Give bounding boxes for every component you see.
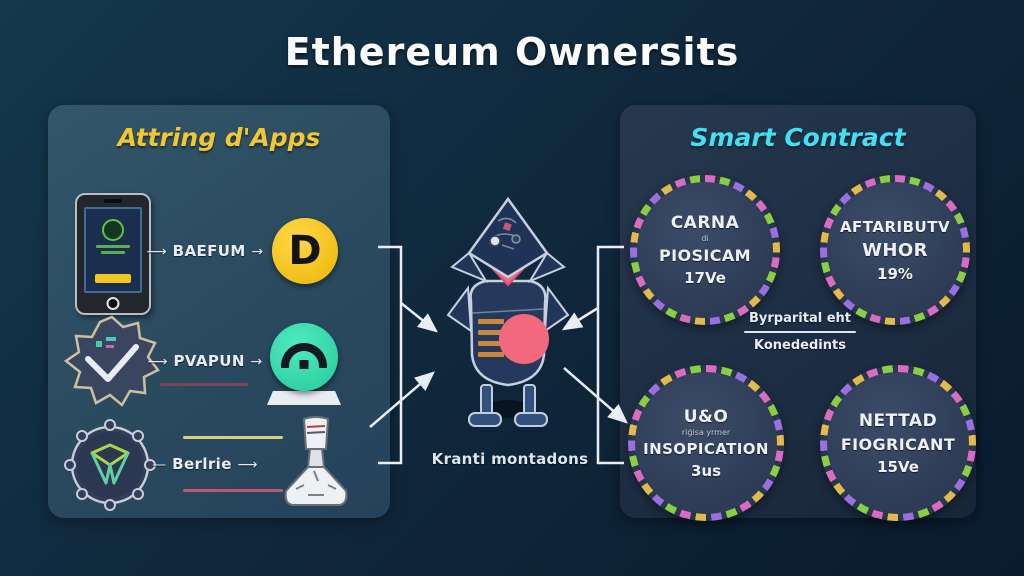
phone-home-button (106, 297, 120, 310)
contract-circle-3: U&O riģisa yrmer INSOPICATION 3us (628, 365, 784, 521)
phone-app-logo-icon (102, 219, 124, 241)
gear-badge-icon (64, 419, 156, 511)
robot-caption: Kranti montadons (431, 450, 589, 468)
stamp-rocket-icon (284, 416, 348, 506)
smart-contract-panel-title: Smart Contract (690, 123, 906, 152)
arrow-right-icon: → (250, 354, 263, 370)
phone-speaker (104, 199, 122, 203)
arrow-right-icon: ⟶ (237, 457, 258, 473)
page-title: Ethereum Ownersits (284, 30, 740, 74)
dapps-panel: Attring d'Apps ⟶ BAEFUM → D ⟶ PVAPUN → (48, 105, 390, 518)
robot-mascot (446, 196, 570, 427)
yellow-line (183, 436, 283, 439)
contract-circle-4: NETTAD FIOGRICANT 15Ve (820, 365, 976, 521)
pink-line (183, 489, 283, 492)
row1-label: ⟶ BAEFUM → (146, 242, 264, 260)
smart-contract-panel: Smart Contract CARNA di PIOSICAM 17Ve AF… (620, 105, 976, 521)
arrow-right-icon: ⟶ (146, 244, 168, 260)
contract-circle-1: CARNA di PIOSICAM 17Ve (630, 175, 780, 325)
row3-label: — Berlrie ⟶ (152, 455, 258, 473)
middle-note: Byrparital eht Konededints (728, 311, 872, 353)
smartphone-icon (75, 193, 151, 315)
arrow-right-icon: → (251, 244, 264, 260)
note-divider (744, 331, 856, 333)
arrow-right-icon: ⟶ (147, 354, 168, 370)
maroon-underline (160, 383, 248, 386)
arch-glyph (281, 343, 327, 368)
row2-label: ⟶ PVAPUN → (147, 352, 263, 370)
phone-screen (84, 207, 142, 293)
d-coin-icon: D (272, 218, 338, 284)
phone-yellow-button (95, 274, 131, 283)
dash-icon: — (152, 457, 167, 473)
contract-circle-2: AFTARIBUTV WHOR 19% (820, 175, 970, 325)
starburst-badge-icon (63, 315, 160, 407)
dapps-panel-title: Attring d'Apps (117, 123, 321, 152)
teal-orb-icon (267, 323, 341, 405)
